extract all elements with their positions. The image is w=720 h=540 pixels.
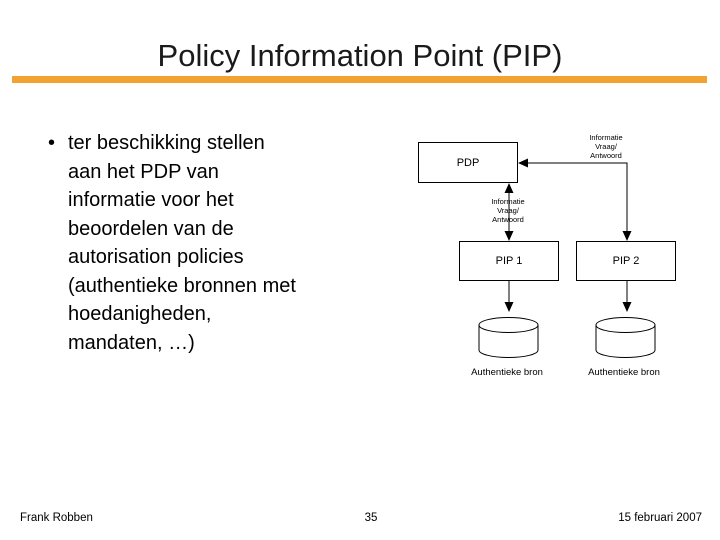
database-cylinder-icon — [478, 317, 539, 358]
connector-label-pdp-pip1: Informatie Vraag/ Antwoord — [468, 197, 548, 224]
connector-label-line: Antwoord — [492, 215, 524, 224]
bullet-text-line: autorisation policies — [68, 246, 244, 268]
connector-label-line: Vraag/ — [497, 206, 519, 215]
footer-date: 15 februari 2007 — [618, 512, 702, 524]
source1-label: Authentieke bron — [471, 367, 543, 378]
bullet-text-line: informatie voor het — [68, 189, 234, 211]
bullet-text-line: aan het PDP van — [68, 160, 219, 183]
connector-label-line: Informatie — [491, 197, 525, 206]
diagram-node-pdp: PDP — [418, 142, 518, 183]
pip2-label: PIP 2 — [612, 255, 640, 267]
footer-author: Frank Robben — [20, 512, 93, 524]
database-cylinder-icon — [595, 317, 656, 358]
connector-label-pdp-pip2: Informatie Vraag/ Antwoord — [566, 133, 646, 160]
bullet-text-line: mandaten, …) — [68, 331, 195, 354]
bullet-text: ter beschikking stellen aan het PDP van … — [68, 129, 368, 357]
bullet-text-line: hoedanigheden, — [68, 303, 212, 325]
pip1-label: PIP 1 — [495, 255, 523, 267]
arrowhead-up-into-pdp-icon — [504, 183, 514, 193]
arrowhead-down-into-pip1-icon — [504, 231, 514, 241]
bullet-block: • ter beschikking stellen aan het PDP va… — [48, 129, 368, 357]
diagram-node-pip1: PIP 1 — [459, 241, 559, 281]
source2-label: Authentieke bron — [588, 367, 660, 378]
connector-label-line: Vraag/ — [595, 142, 617, 151]
arrowhead-left-into-pdp-icon — [518, 158, 528, 168]
page-title: Policy Information Point (PIP) — [157, 38, 563, 73]
bullet-icon: • — [48, 132, 56, 154]
bullet-text-line: beoordelen van de — [68, 217, 234, 240]
title-underline — [12, 76, 707, 83]
bullet-text-line: (authentieke bronnen met — [68, 274, 296, 297]
pdp-label: PDP — [456, 156, 480, 169]
arrowhead-down-into-source2-icon — [622, 302, 632, 312]
diagram-node-pip2: PIP 2 — [576, 241, 676, 281]
arrowhead-down-into-pip2-icon — [622, 231, 632, 241]
footer-page-number: 35 — [364, 512, 378, 524]
arrowhead-down-into-source1-icon — [504, 302, 514, 312]
connector-label-line: Antwoord — [590, 151, 622, 160]
connector-label-line: Informatie — [589, 133, 623, 142]
bullet-text-line: ter beschikking stellen — [68, 132, 265, 154]
